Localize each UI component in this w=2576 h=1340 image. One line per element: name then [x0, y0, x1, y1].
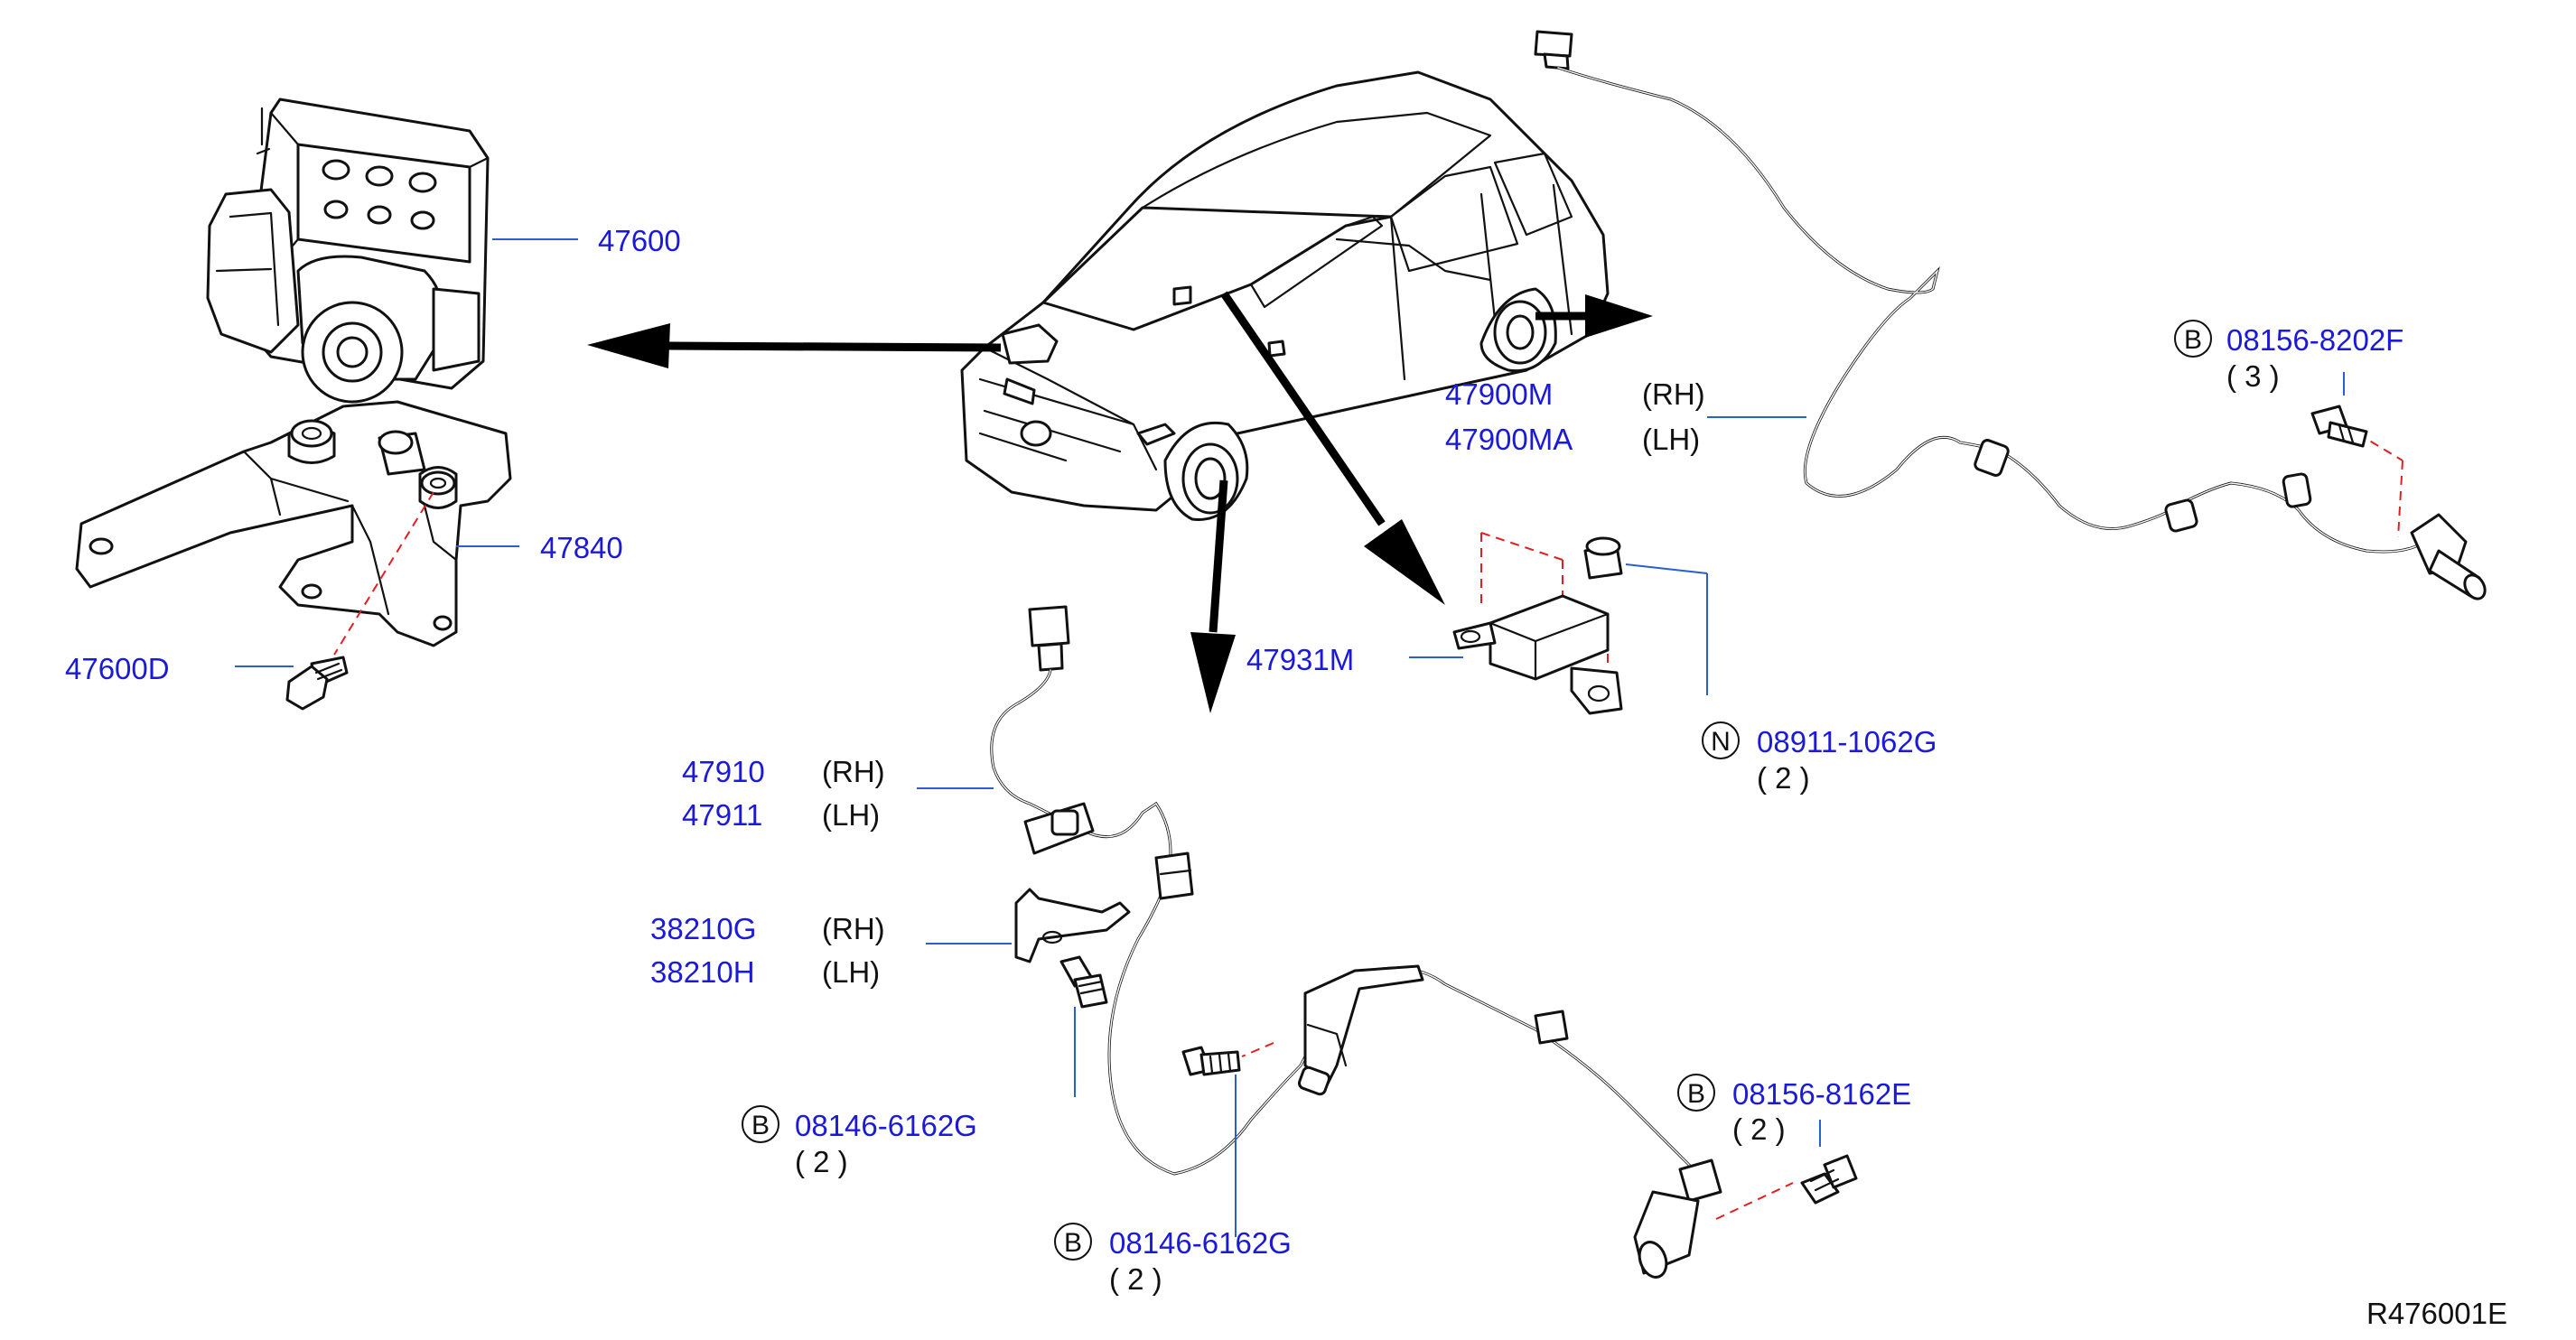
bolt-symbol-b: B: [1064, 1228, 1082, 1258]
label-47900m: 47900M: [1445, 377, 1553, 411]
nut-symbol-circle: [1702, 721, 1740, 759]
label-47600d: 47600D: [65, 652, 170, 685]
label-47911-side: (LH): [822, 798, 880, 832]
front-wheel-sensor: [990, 605, 1794, 1279]
label-38210g: 38210G: [650, 912, 756, 945]
vehicle-illustration: [960, 70, 1610, 521]
label-08911-1062g: 08911-1062G: [1757, 725, 1937, 758]
bolt-symbol-front: B: [1687, 1079, 1705, 1109]
bracket-bolt: [285, 491, 434, 711]
bolt-symbol-rear: B: [2184, 325, 2202, 355]
label-08156-8162e: 08156-8162E: [1732, 1077, 1911, 1111]
label-47900ma-side: (LH): [1642, 423, 1700, 456]
label-38210h-side: (LH): [822, 955, 880, 989]
location-arrows: [587, 291, 1653, 713]
label-47910: 47910: [682, 755, 765, 788]
actuator-bracket: [75, 400, 512, 647]
qty-08911-1062g: ( 2 ): [1757, 761, 1810, 795]
diagram-reference-id: R476001E: [2366, 1297, 2507, 1330]
g-sensor: [1452, 532, 1623, 715]
leader-lines: [235, 238, 2345, 1237]
qty-08156-8162e: ( 2 ): [1732, 1112, 1786, 1146]
label-38210h: 38210H: [650, 955, 755, 989]
label-08146-6162g-a: 08146-6162G: [795, 1109, 977, 1142]
harness-bracket: [1014, 888, 1131, 963]
qty-08156-8202f: ( 3 ): [2226, 359, 2280, 393]
label-47911: 47911: [682, 798, 762, 832]
rear-wheel-sensor: [1534, 30, 2487, 600]
qty-08146-6162g-b: ( 2 ): [1109, 1262, 1162, 1296]
bolt-symbol-circle: [1054, 1223, 1092, 1261]
label-47931m: 47931M: [1246, 643, 1354, 676]
abs-actuator-unit: [206, 98, 490, 404]
label-08146-6162g-b: 08146-6162G: [1109, 1226, 1292, 1260]
bolt-symbol-circle: [742, 1105, 779, 1143]
bolt-symbol-a: B: [751, 1111, 770, 1140]
qty-08146-6162g-a: ( 2 ): [795, 1145, 848, 1178]
bolt-symbol-circle: [1677, 1074, 1715, 1112]
nut-symbol: N: [1711, 727, 1731, 757]
label-47900ma: 47900MA: [1445, 423, 1573, 456]
label-47600: 47600: [598, 224, 681, 257]
label-38210g-side: (RH): [822, 912, 885, 945]
bolt-symbol-circle: [2174, 320, 2212, 358]
label-47840: 47840: [540, 531, 623, 564]
label-47900m-side: (RH): [1642, 377, 1705, 411]
label-08156-8202f: 08156-8202F: [2226, 323, 2403, 357]
front-bolts: [1059, 955, 1858, 1205]
label-47910-side: (RH): [822, 755, 885, 788]
